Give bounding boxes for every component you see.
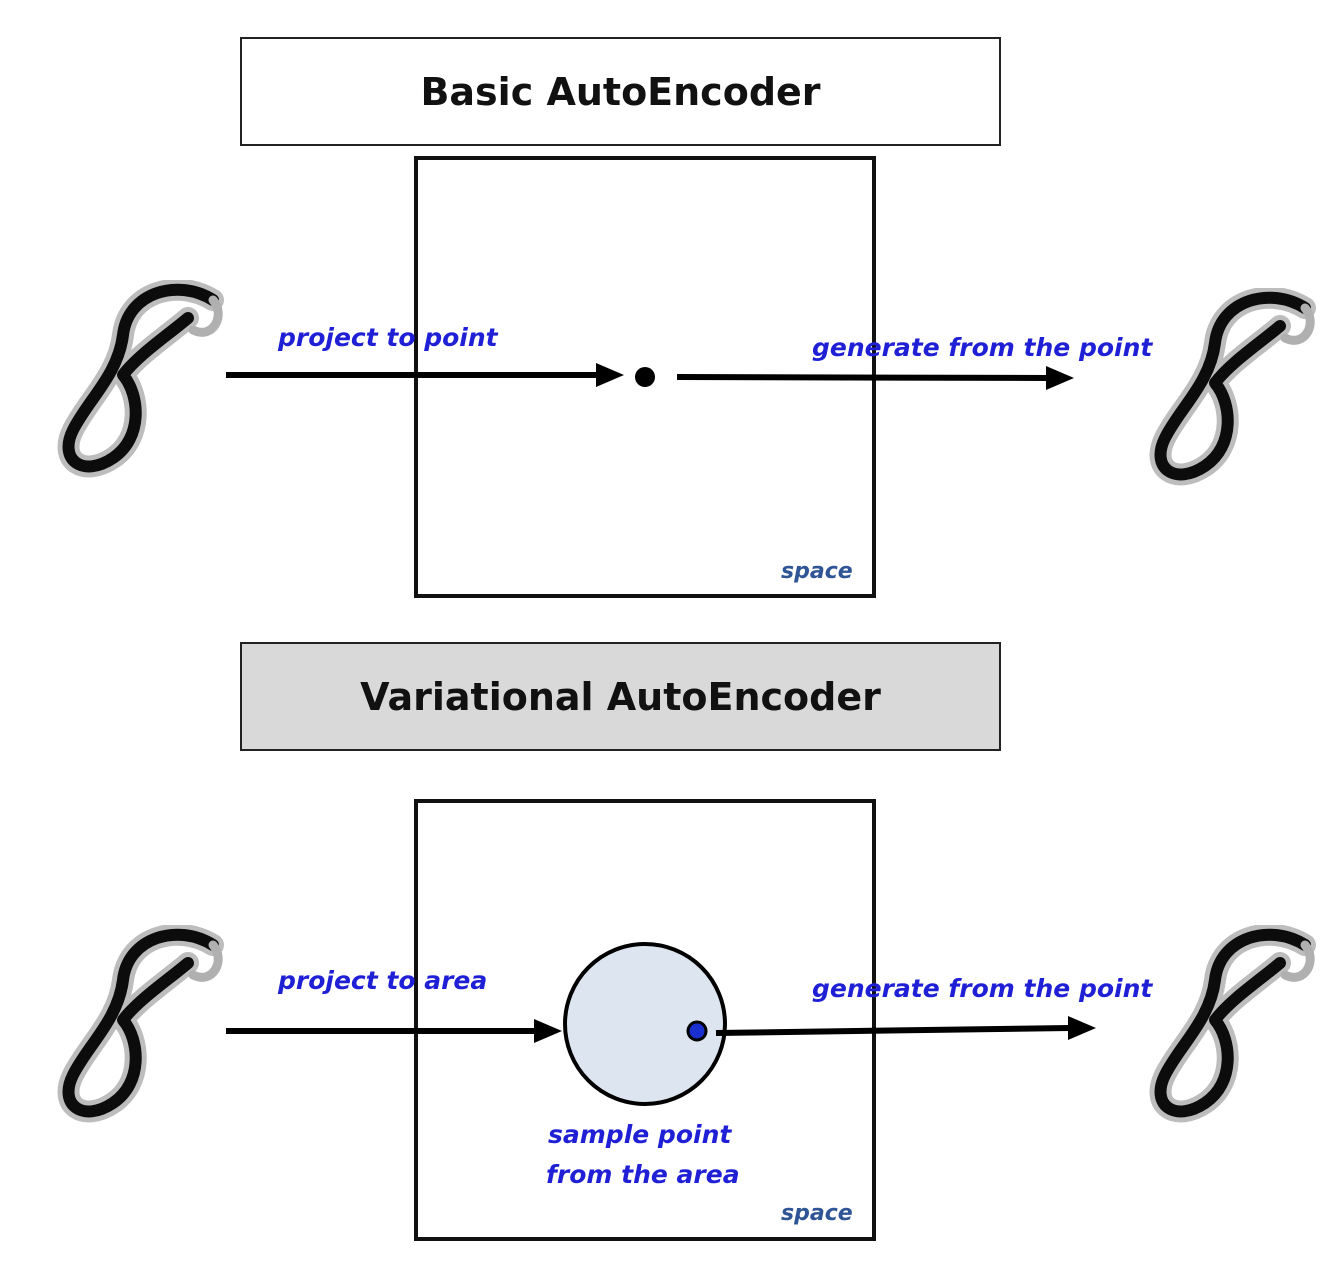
input-digit-8-icon [57,280,224,478]
vae-decode-label: generate from the point [812,974,1153,1003]
sample-label-line1: sample point [548,1120,732,1149]
sample-label-line2: from the area [546,1160,740,1189]
decode-label: generate from the point [812,333,1153,362]
vae-decode-arrowhead [1068,1016,1096,1040]
decode-arrowhead [1046,366,1074,390]
variational-latent-space-box [414,799,876,1241]
basic-autoencoder-title: Basic AutoEncoder [240,37,1001,146]
vae-output-digit-8-icon [1149,925,1316,1123]
vae-encode-label: project to area [278,966,488,995]
space-label: space [781,559,853,584]
basic-latent-space-box [414,156,876,598]
vae-input-digit-8-icon [57,925,224,1123]
vae-space-label: space [781,1201,853,1226]
output-digit-8-icon [1149,288,1316,486]
variational-autoencoder-title: Variational AutoEncoder [240,642,1001,751]
encode-label: project to point [278,323,498,352]
